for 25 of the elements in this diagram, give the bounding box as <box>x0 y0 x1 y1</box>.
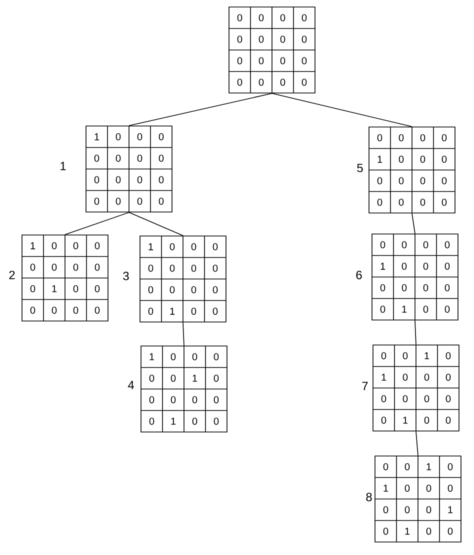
step-number: 6 <box>356 270 362 280</box>
step-number: 8 <box>366 492 372 502</box>
connector-line <box>128 93 272 126</box>
connector-line <box>414 320 416 345</box>
step-number: 2 <box>9 270 15 280</box>
grid-board: 0 0 0 0 1 0 0 0 0 0 0 0 0 1 0 0 <box>372 234 458 320</box>
connector-line <box>64 212 130 235</box>
connector-line <box>412 213 416 234</box>
connector-line <box>416 431 418 456</box>
connector-line <box>272 93 412 127</box>
grid-board: 0 0 1 0 1 0 0 0 0 0 0 1 0 1 0 0 <box>374 456 462 542</box>
grid-board: 0 0 0 0 0 0 0 0 0 0 0 0 0 0 0 0 <box>228 6 316 94</box>
grid-board: 0 0 1 0 1 0 0 0 0 0 0 0 0 1 0 0 <box>372 344 460 432</box>
grid-board: 1 0 0 0 0 0 0 0 0 0 0 0 0 0 0 0 <box>86 126 172 212</box>
step-number: 4 <box>128 380 134 390</box>
step-number: 1 <box>60 162 66 170</box>
grid-board: 0 0 0 0 1 0 0 0 0 0 0 0 0 0 0 0 <box>368 126 456 214</box>
step-number: 7 <box>362 382 368 390</box>
step-number: 5 <box>357 164 363 172</box>
grid-board: 1 0 0 0 0 0 1 0 0 0 0 0 0 1 0 0 <box>140 346 228 432</box>
grid-board: 1 0 0 0 0 0 0 0 0 1 0 0 0 0 0 0 <box>22 234 108 322</box>
step-number: 3 <box>123 272 129 280</box>
connector-line <box>128 212 184 236</box>
connector-line <box>182 322 184 346</box>
grid-board: 1 0 0 0 0 0 0 0 0 0 0 0 0 1 0 0 <box>140 236 226 322</box>
